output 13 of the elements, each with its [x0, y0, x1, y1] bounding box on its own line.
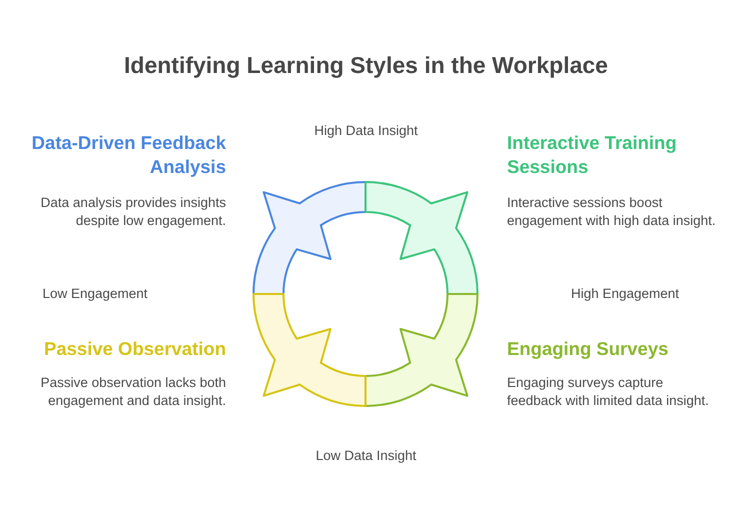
quadrant-heading: Interactive Training Sessions [507, 131, 678, 179]
axis-label: High Engagement [570, 285, 680, 303]
axis-label: Low Engagement [41, 285, 149, 303]
quadrant-description: Passive observation lacks both engagement and data insight. [40, 374, 226, 410]
quadrant-description: Engaging surveys capture feedback with limited data insight. [507, 374, 710, 410]
quadrant-heading: Data-Driven Feedback Analysis [30, 131, 226, 179]
quadrant-description: Data analysis provides insights despite low engagement. [40, 194, 226, 230]
axis-label: High Data Insight [313, 122, 419, 140]
axis-label: Low Data Insight [314, 447, 418, 465]
quadrant-description: Interactive sessions boost engagement with high data insight. [507, 194, 717, 230]
quadrant-heading: Passive Observation [42, 337, 226, 361]
title: Identifying Learning Styles in the Workplace [123, 51, 609, 80]
quadrant-heading: Engaging Surveys [507, 337, 670, 361]
